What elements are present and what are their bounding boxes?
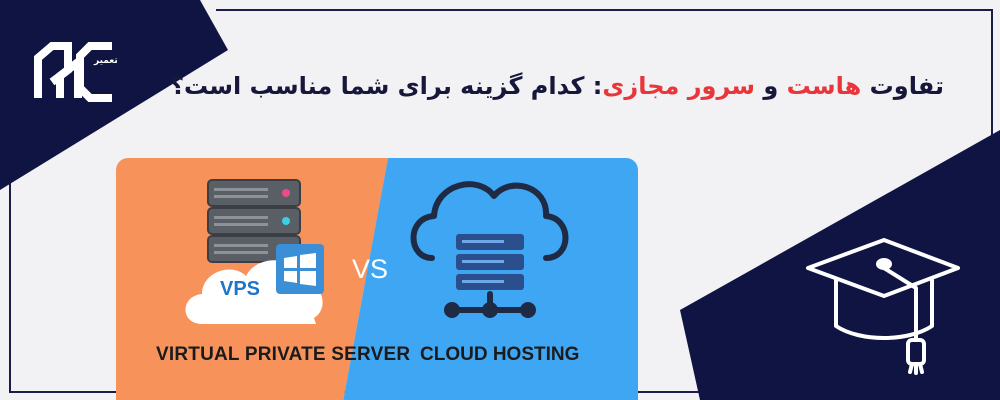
brand-logo-label: تعمیر (94, 56, 118, 66)
comparison-card: VPS VS VIRTUAL PRIVATE SERVER CLOUD HOST… (116, 158, 638, 400)
vps-caption: VIRTUAL PRIVATE SERVER (156, 344, 411, 365)
title-part-3: : کدام گزینه برای شما مناسب است؟ (170, 72, 603, 100)
vps-badge: VPS (220, 278, 261, 300)
cloud-server-icon (410, 181, 569, 318)
server-rack-icon (207, 179, 301, 263)
title-part-2: و (755, 72, 787, 100)
comparison-illustration (116, 158, 638, 400)
cloud-server-units (456, 234, 524, 290)
vs-label: VS (352, 254, 389, 284)
title-accent-vps: سرور مجازی (602, 72, 755, 100)
title-part-1: تفاوت (861, 72, 944, 100)
cloud-hosting-caption: CLOUD HOSTING (420, 344, 580, 365)
graduation-cap-icon (806, 238, 960, 375)
page-title: تفاوت هاست و سرور مجازی: کدام گزینه برای… (170, 72, 944, 100)
title-accent-hosting: هاست (786, 72, 862, 100)
windows-icon (276, 244, 324, 294)
brand-logo-icon (34, 42, 112, 102)
